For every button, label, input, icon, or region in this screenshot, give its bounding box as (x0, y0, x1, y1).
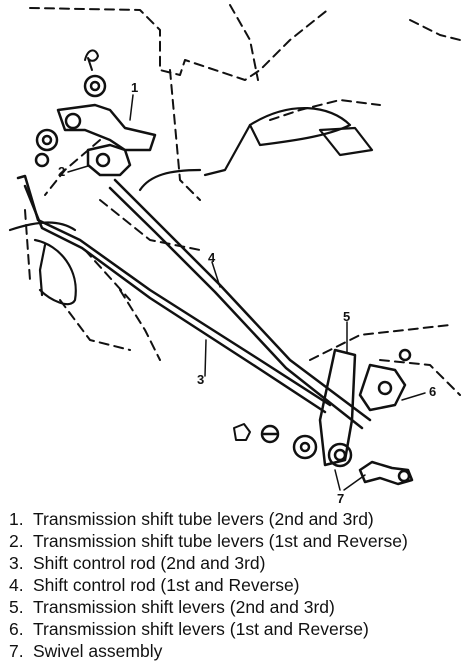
legend-item: 7. Swivel assembly (0, 640, 474, 662)
callout-labels: 1 2 3 4 5 6 7 (58, 80, 436, 505)
callout-5: 5 (343, 309, 350, 324)
legend-number: 7. (9, 641, 24, 661)
legend-item: 4. Shift control rod (1st and Reverse) (0, 574, 474, 596)
transmission-shift-lever-2nd-3rd (318, 348, 357, 468)
legend-item: 6. Transmission shift levers (1st and Rev… (0, 618, 474, 640)
legend-number: 3. (9, 553, 24, 573)
background-outline (24, 4, 461, 396)
parts-legend: 1. Transmission shift tube levers (2nd an… (0, 508, 474, 662)
shift-tube-lever-2nd-3rd (56, 74, 157, 152)
legend-text: Transmission shift tube levers (1st and … (33, 531, 408, 551)
callout-3: 3 (197, 372, 204, 387)
legend-item: 3. Shift control rod (2nd and 3rd) (0, 552, 474, 574)
washer-clip (260, 424, 280, 444)
legend-text: Shift control rod (2nd and 3rd) (33, 553, 266, 573)
legend-number: 6. (9, 619, 24, 639)
callout-1: 1 (131, 80, 138, 95)
legend-number: 1. (9, 509, 24, 529)
legend-text: Shift control rod (1st and Reverse) (33, 575, 300, 595)
linkage-diagram: 1 2 3 4 5 6 7 (8, 4, 461, 505)
legend-item: 5. Transmission shift levers (2nd and 3rd… (0, 596, 474, 618)
swivel-assembly (358, 460, 414, 486)
legend-text: Swivel assembly (33, 641, 163, 661)
callout-7: 7 (337, 491, 344, 505)
transmission-shift-lever-1st-reverse (358, 348, 412, 412)
callout-6: 6 (429, 384, 436, 399)
leader-lines (67, 94, 426, 491)
crossmember-outline (8, 106, 374, 306)
shift-tube-lever-1st-reverse (34, 128, 132, 177)
legend-item: 2. Transmission shift tube levers (1st an… (0, 530, 474, 552)
callout-4: 4 (208, 250, 216, 265)
legend-text: Transmission shift tube levers (2nd and … (33, 509, 374, 529)
legend-text: Transmission shift levers (1st and Rever… (33, 619, 369, 639)
legend-number: 5. (9, 597, 24, 617)
callout-2: 2 (58, 164, 65, 179)
washer (292, 434, 318, 460)
shift-control-rod-2nd-3rd (16, 174, 332, 414)
shift-control-rod-1st-reverse (108, 178, 372, 430)
legend-number: 2. (9, 531, 24, 551)
legend-text: Transmission shift levers (2nd and 3rd) (33, 597, 335, 617)
nut (233, 423, 251, 441)
legend-number: 4. (9, 575, 24, 595)
cotter-pin (84, 49, 99, 71)
legend-item: 1. Transmission shift tube levers (2nd an… (0, 508, 474, 530)
